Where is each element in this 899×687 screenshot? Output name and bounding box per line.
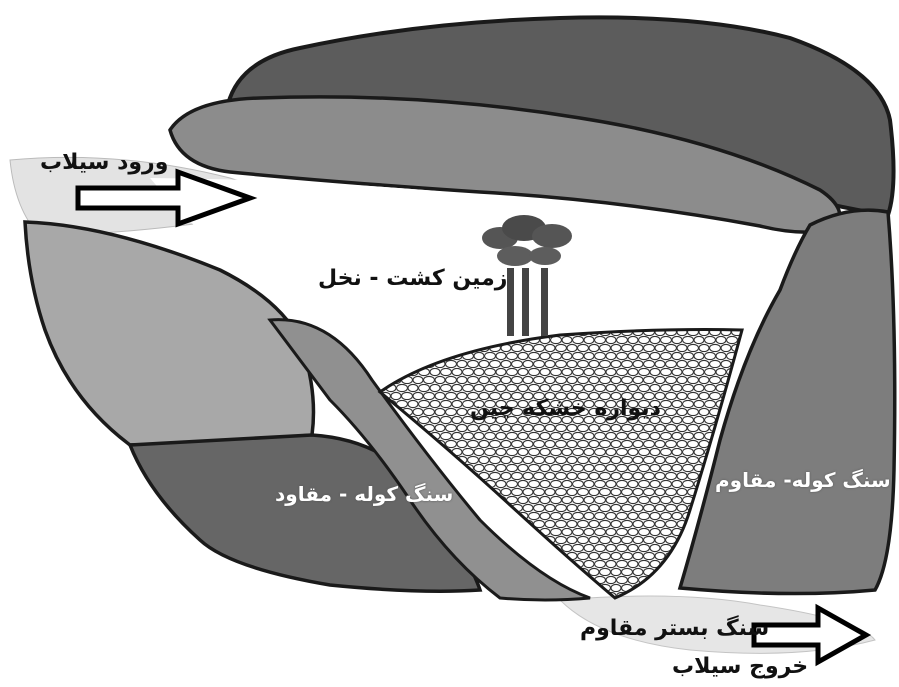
label-boulder-right: سنگ کوله- مقاوم — [715, 470, 891, 490]
label-bedrock: سنگ بستر مقاوم — [580, 618, 769, 640]
label-boulder-left: سنگ کوله - مقاود — [275, 484, 453, 504]
label-flood-inlet: ورود سیلاب — [40, 152, 168, 174]
label-dry-stone-wall: دیواره خشکه چین — [470, 398, 661, 420]
label-farmland-palm: زمین کشت - نخل — [318, 268, 507, 290]
label-flood-outlet: خروج سیلاب — [672, 656, 808, 678]
